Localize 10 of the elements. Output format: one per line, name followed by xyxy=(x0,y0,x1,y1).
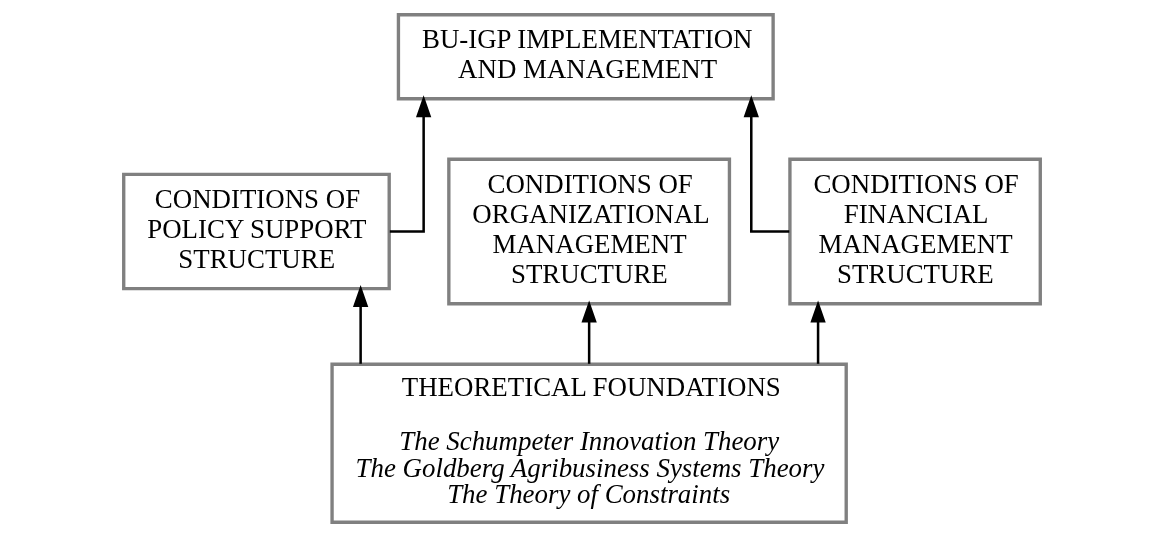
node-box: CONDITIONS OF FINANCIAL MANAGEMENT STRUCTURE xyxy=(787,157,1042,306)
node-box: CONDITIONS OF POLICY SUPPORT STRUCTURE xyxy=(121,172,391,291)
node-box: THEORETICAL FOUNDATIONS The Schumpeter Innovation Theory The Goldberg Agribusiness Systems Theory The Theory of Constraints xyxy=(329,362,848,524)
node-box: BU-IGP IMPLEMENTATION AND MANAGEMENT xyxy=(396,13,775,101)
arrow xyxy=(352,285,368,364)
arrow xyxy=(389,95,431,233)
arrow xyxy=(581,300,597,364)
node-box: CONDITIONS OF ORGANIZATIONAL MANAGEMENT STRUCTURE xyxy=(446,157,731,306)
arrow xyxy=(809,300,826,364)
arrow xyxy=(743,95,789,233)
